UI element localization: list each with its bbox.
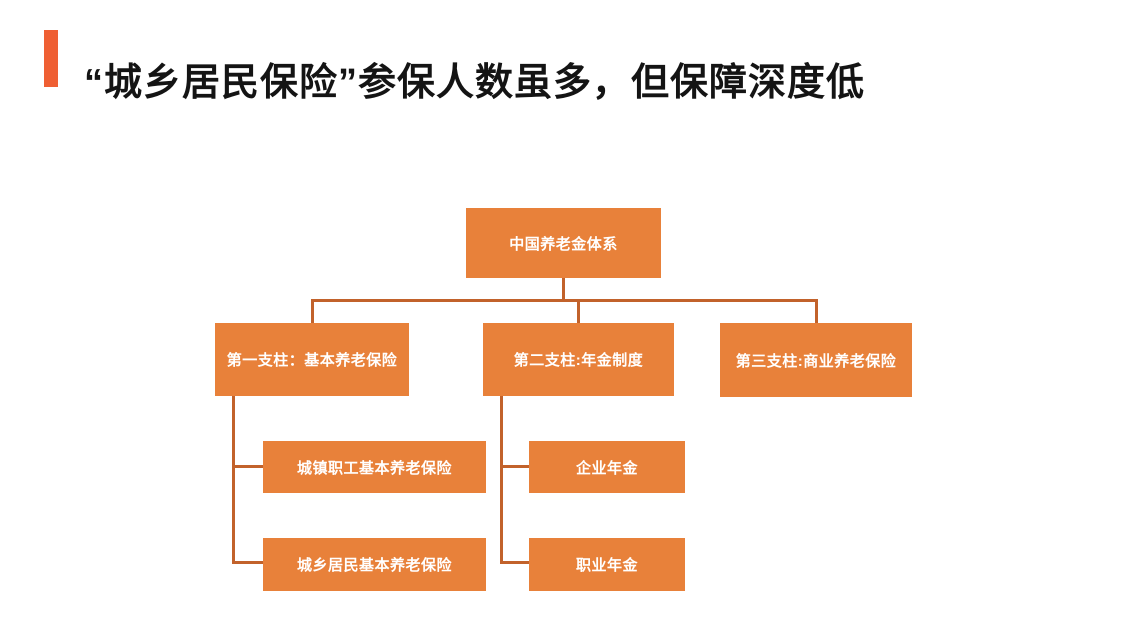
connector-pillar-1-vertical [232,396,235,564]
connector-drop-pillar-2 [577,299,580,324]
title-accent-bar [44,30,58,87]
connector-pillar-1-child-2 [232,561,263,564]
slide-title: “城乡居民保险”参保人数虽多，但保障深度低 [84,62,866,105]
org-node-pillar-2-child-2: 职业年金 [529,538,685,591]
org-node-pillar-3: 第三支柱:商业养老保险 [720,323,912,397]
org-node-pillar-1-child-2: 城乡居民基本养老保险 [263,538,486,591]
connector-root-stub [562,278,565,301]
connector-pillar-2-child-1 [500,465,529,468]
connector-pillar-2-child-2 [500,561,529,564]
connector-pillar-1-child-1 [232,465,263,468]
connector-pillar-2-vertical [500,396,503,564]
org-node-pillar-2-child-1: 企业年金 [529,441,685,493]
org-node-root: 中国养老金体系 [466,208,661,278]
org-node-pillar-2: 第二支柱:年金制度 [483,323,674,396]
connector-drop-pillar-1 [311,299,314,324]
connector-drop-pillar-3 [815,299,818,324]
org-node-pillar-1-child-1: 城镇职工基本养老保险 [263,441,486,493]
connector-main-horizontal [311,299,818,302]
org-node-pillar-1: 第一支柱：基本养老保险 [215,323,409,396]
